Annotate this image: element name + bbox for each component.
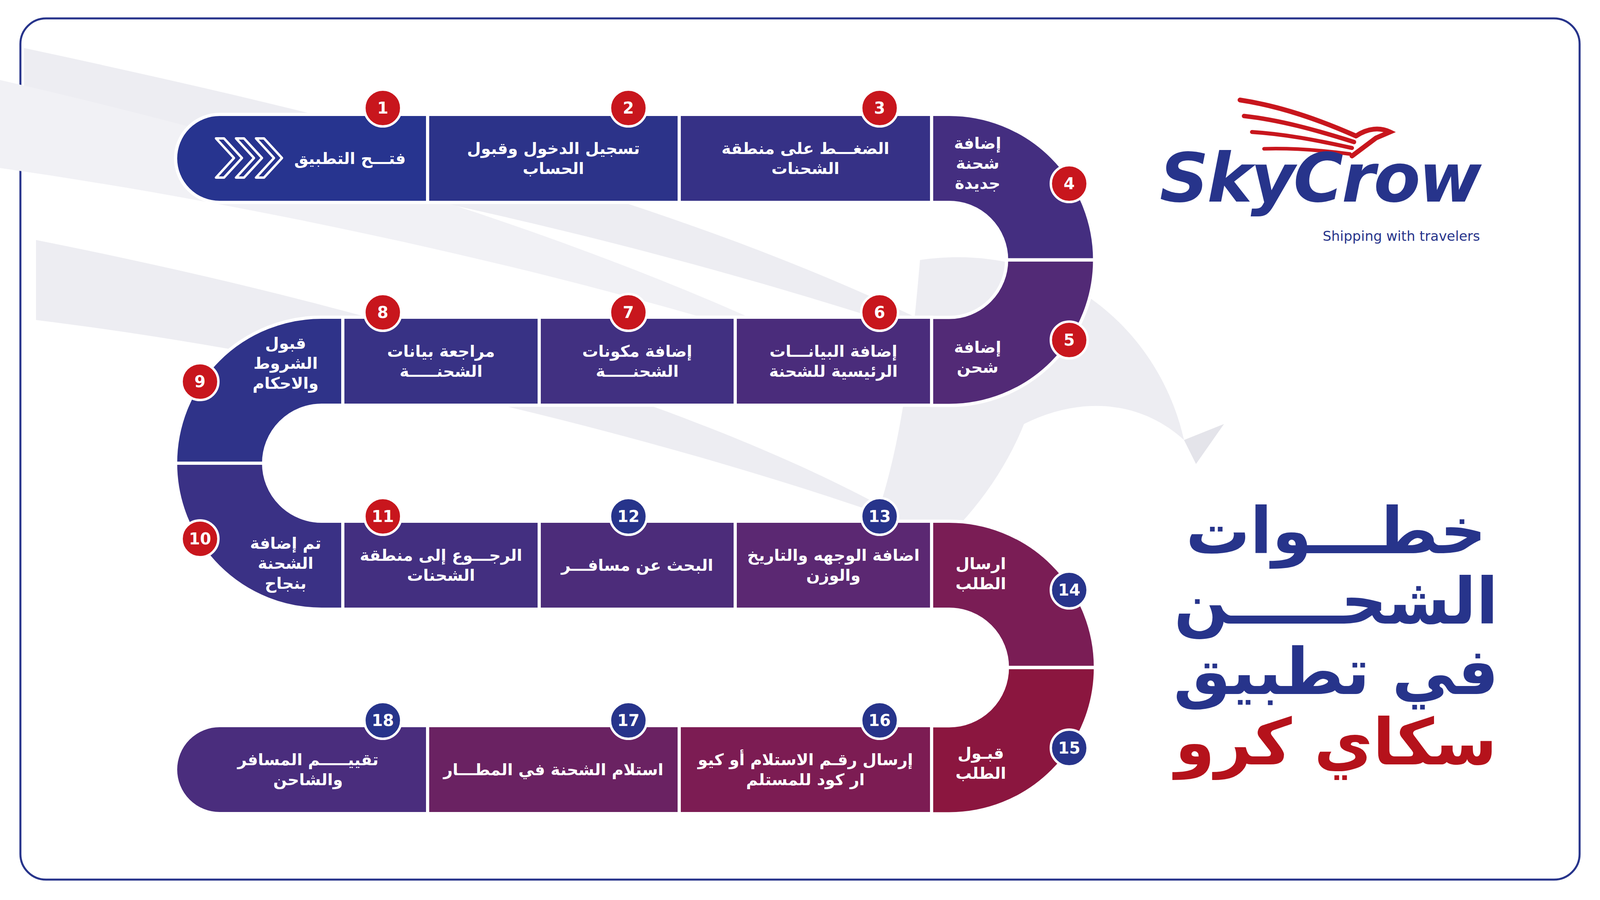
callout-number: 11 [363, 496, 403, 536]
callout-number: 10 [180, 519, 220, 559]
step-label: إضافة مكونات الشحنـــــة [551, 341, 724, 382]
text-area: تم إضافة الشحنة بنجاح [237, 520, 334, 607]
callout-number: 18 [363, 700, 403, 740]
callout-number: 2 [608, 88, 648, 128]
segment-fill [427, 725, 680, 814]
callout-number: 17 [608, 700, 648, 740]
step-segment: البحث عن مسافـــر [539, 521, 736, 610]
segment-fill [175, 463, 343, 610]
callout-number: 13 [860, 496, 900, 536]
callout-number: 1 [363, 88, 403, 128]
watermark-beak [1184, 424, 1224, 464]
step-segment: إضافة مكونات الشحنـــــة [539, 317, 736, 406]
segment-shape [679, 114, 932, 203]
segment-shape [175, 725, 428, 814]
callout-number: 15 [1049, 728, 1089, 768]
chevrons [216, 138, 282, 178]
text-area: إضافة شحن [940, 320, 1015, 395]
step-label: إضافة شحن [940, 337, 1015, 378]
title-line: الشحـــــن [1136, 566, 1536, 637]
segment-shape [427, 114, 680, 203]
step-segment: فتـــح التطبيق [175, 114, 428, 203]
step-label: استلام الشحنة في المطـــار [443, 759, 664, 780]
text-area: إضافة شحنة جديدة [940, 124, 1015, 203]
segment-shape [539, 317, 736, 406]
segment-shape [342, 521, 540, 610]
segment-fill [679, 114, 932, 203]
step-label: قبـول الطلب [940, 743, 1021, 784]
segment-fill [931, 521, 1096, 668]
step-label: تسجيل الدخول وقبول الحساب [439, 138, 668, 179]
callout-number: 14 [1049, 570, 1089, 610]
step-label: الضغـــط على منطقة الشحنات [691, 138, 920, 179]
step-label: قبول الشروط والاحكام [237, 333, 334, 394]
segment-fill [342, 521, 540, 610]
step-label: تم إضافة الشحنة بنجاح [237, 533, 334, 594]
step-label: الرجـــوع إلى منطقة الشحنات [354, 545, 528, 586]
text-area: قبـول الطلب [940, 723, 1021, 804]
segment-fill [679, 725, 932, 814]
segment-fill [539, 317, 736, 406]
step-segment: الضغـــط على منطقة الشحنات [679, 114, 932, 203]
text-area: اضافة الوجهه والتاريخ والوزن [747, 521, 920, 610]
step-label: مراجعة بيانات الشحنـــــة [354, 341, 528, 382]
title: خطـــوات الشحـــــن في تطبيق سكاي كرو [1136, 496, 1536, 778]
text-area: ارسال الطلب [940, 533, 1021, 614]
segment-fill [931, 667, 1096, 814]
step-segment: تسجيل الدخول وقبول الحساب [427, 114, 680, 203]
step-label: إضافة شحنة جديدة [940, 133, 1015, 194]
step-segment: إضافة البيانـــات الرئيسية للشحنة [735, 317, 932, 406]
segment-fill [539, 521, 736, 610]
step-label: فتـــح التطبيق [294, 148, 406, 169]
text-area: البحث عن مسافـــر [551, 521, 724, 610]
text-area: إضافة البيانـــات الرئيسية للشحنة [747, 317, 920, 406]
text-area: فتـــح التطبيق [284, 114, 416, 203]
step-segment: تقييـــــم المسافر والشاحن [175, 725, 428, 814]
callout-number: 8 [363, 292, 403, 332]
segment-fill [175, 317, 343, 464]
step-label: تقييـــــم المسافر والشاحن [200, 749, 416, 790]
segment-shape [735, 317, 932, 406]
segment-shape [679, 725, 932, 814]
text-area: إضافة مكونات الشحنـــــة [551, 317, 724, 406]
step-label: إضافة البيانـــات الرئيسية للشحنة [747, 341, 920, 382]
step-label: ارسال الطلب [940, 553, 1021, 594]
callout-number: 9 [180, 362, 220, 402]
frame [20, 18, 1580, 880]
step-segment: الرجـــوع إلى منطقة الشحنات [342, 521, 540, 610]
callout-number: 5 [1049, 320, 1089, 360]
callout-number: 3 [860, 88, 900, 128]
text-area: الضغـــط على منطقة الشحنات [691, 114, 920, 203]
step-segment: استلام الشحنة في المطـــار [427, 725, 680, 814]
segment-fill [931, 114, 1095, 260]
callout-number: 7 [608, 292, 648, 332]
title-line: سكاي كرو [1136, 707, 1536, 778]
segment-fill [735, 317, 932, 406]
segment-fill [427, 114, 680, 203]
segment-fill [342, 317, 540, 406]
step-segment: إرسال رقـم الاستلام أو كيو ار كود للمستل… [679, 725, 932, 814]
logo-tagline: Shipping with travelers [1322, 228, 1480, 245]
segment-fill [735, 521, 932, 610]
callout-number: 6 [860, 292, 900, 332]
segment-shape [735, 521, 932, 610]
step-label: اضافة الوجهه والتاريخ والوزن [747, 545, 920, 586]
step-segment: اضافة الوجهه والتاريخ والوزن [735, 521, 932, 610]
step-label: إرسال رقـم الاستلام أو كيو ار كود للمستل… [691, 749, 920, 790]
logo-wordmark: SkyCrow [1159, 144, 1480, 212]
step-segment: مراجعة بيانات الشحنـــــة [342, 317, 540, 406]
segment-shape [342, 317, 540, 406]
step-label: البحث عن مسافـــر [561, 555, 714, 576]
title-line: خطـــوات [1136, 496, 1536, 567]
title-line: في تطبيق [1136, 636, 1536, 708]
callout-number: 12 [608, 496, 648, 536]
segment-fill [175, 725, 428, 814]
text-area: قبول الشروط والاحكام [237, 320, 334, 407]
segment-fill [931, 260, 1095, 406]
text-area: تسجيل الدخول وقبول الحساب [439, 114, 668, 203]
callout-number: 16 [860, 700, 900, 740]
callout-number: 4 [1049, 164, 1089, 204]
segment-fill [175, 114, 428, 203]
